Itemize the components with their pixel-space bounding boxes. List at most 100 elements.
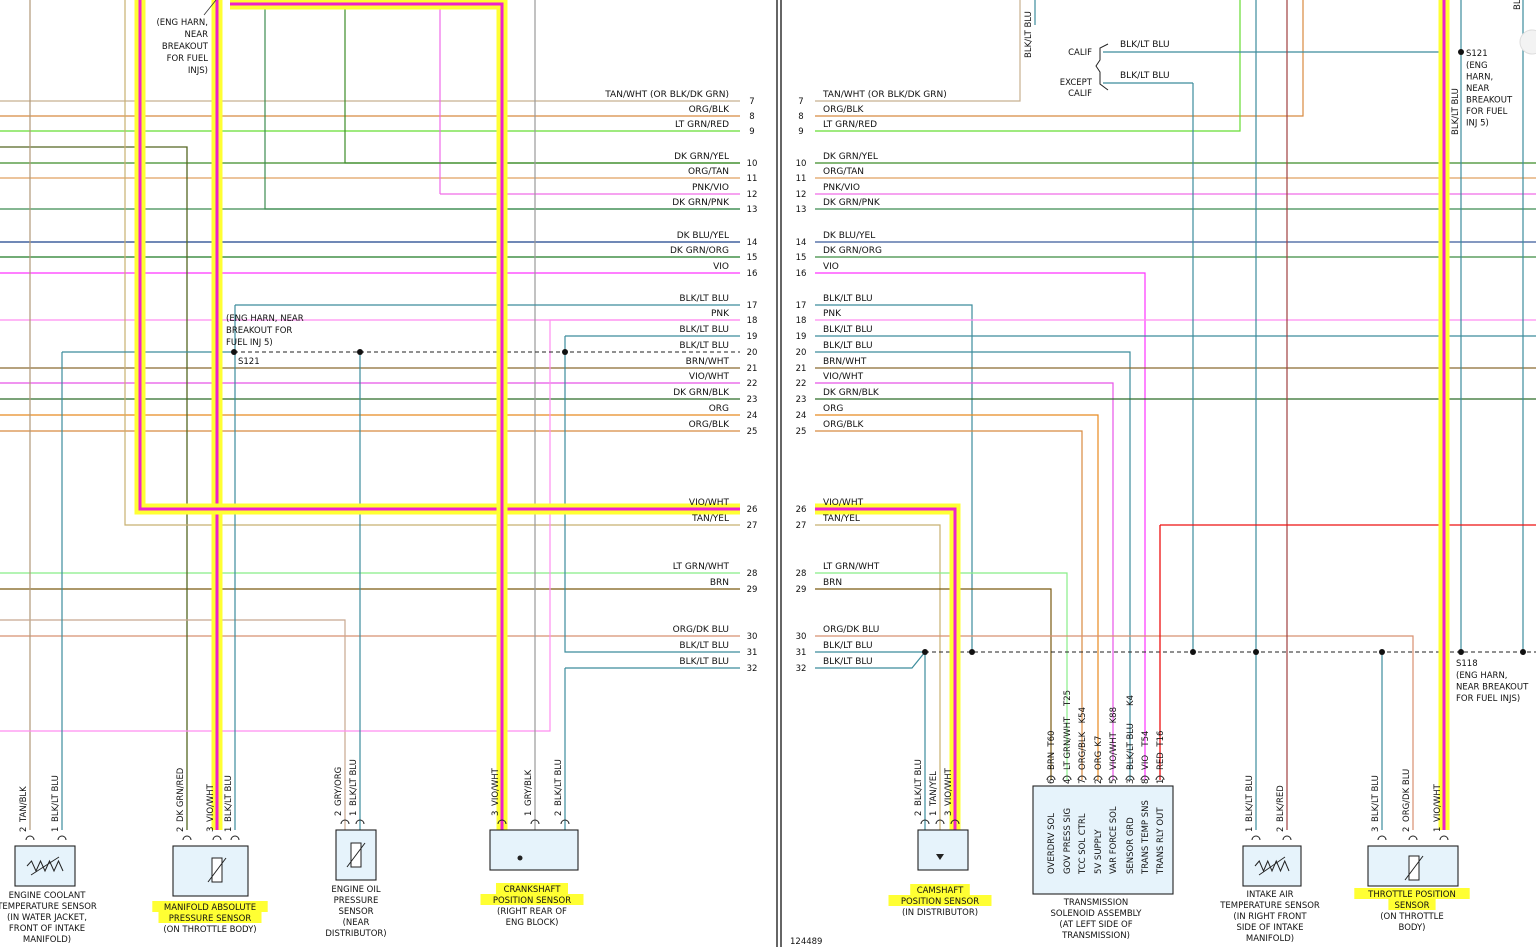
wire-label: ORG/DK BLU bbox=[1402, 769, 1412, 822]
pin-number: 17 bbox=[747, 301, 758, 311]
wire-label: BLK/LT BLU bbox=[1120, 71, 1170, 81]
wire-label: ORG/BLK bbox=[1078, 731, 1088, 770]
wire-label: ORG/TAN bbox=[823, 167, 864, 177]
oil-caption: DISTRIBUTOR) bbox=[325, 929, 386, 939]
cmp-pin-socket bbox=[950, 819, 960, 825]
map-caption: (ON THROTTLE BODY) bbox=[163, 925, 256, 935]
pin-number: 2 bbox=[1094, 779, 1104, 784]
pin-number: 16 bbox=[796, 269, 807, 279]
harness-note: BREAKOUT bbox=[162, 42, 209, 52]
harness-note: BREAKOUT FOR bbox=[226, 326, 292, 336]
pin-number: 1 bbox=[929, 811, 939, 816]
resistor-arrow bbox=[207, 857, 227, 883]
tsa-pin-socket bbox=[1155, 775, 1165, 781]
wire-label: DK GRN/ORG bbox=[670, 246, 729, 256]
wire-label: VIO bbox=[713, 262, 729, 272]
splice-dot bbox=[1458, 649, 1464, 655]
pin-number: 14 bbox=[796, 238, 807, 248]
wire-label: BRN bbox=[823, 578, 842, 588]
harness-note: BREAKOUT bbox=[1466, 96, 1513, 106]
wire-label: LT GRN/WHT bbox=[673, 562, 730, 572]
iat-caption: INTAKE AIR bbox=[1246, 890, 1293, 900]
right-wire-25 bbox=[815, 430, 1083, 780]
wire-label: BLK/LT BLU bbox=[679, 341, 729, 351]
wire-label: BLK/LT BLU bbox=[1126, 723, 1136, 770]
solenoid-function: VAR FORCE SOL bbox=[1109, 806, 1119, 874]
wire-label: BLK/LT BLU bbox=[1371, 775, 1381, 822]
pin-number: 30 bbox=[747, 632, 758, 642]
tps-caption: (ON THROTTLE bbox=[1380, 912, 1444, 922]
pin-number: 18 bbox=[747, 316, 758, 326]
wire-label: LT GRN/WHT bbox=[823, 562, 880, 572]
wire-label: PNK bbox=[823, 309, 842, 319]
wire-label: DK GRN/RED bbox=[176, 767, 186, 822]
pin-number: 25 bbox=[796, 427, 807, 437]
wire-pnk-left bbox=[0, 319, 740, 732]
pin-number: 24 bbox=[747, 411, 758, 421]
pin-number: 3 bbox=[1371, 827, 1381, 832]
wire-label: BLK/LT BLU bbox=[1451, 88, 1461, 135]
pin-number: 1 bbox=[349, 811, 359, 816]
wire-label: ORG/TAN bbox=[688, 167, 729, 177]
pin-number: 3 bbox=[1126, 779, 1136, 784]
wire-label: DK GRN/BLK bbox=[673, 388, 730, 398]
pin-number: 12 bbox=[796, 190, 807, 200]
pin-number: 20 bbox=[747, 348, 758, 358]
pin-number: 12 bbox=[747, 190, 758, 200]
wire-ckp-5v-highlight bbox=[230, 0, 508, 830]
harness-note: (ENG HARN, bbox=[156, 18, 208, 28]
wire-label: VIO/WHT bbox=[823, 498, 864, 508]
oil-caption: SENSOR bbox=[338, 907, 373, 917]
pin-number: 2 bbox=[914, 811, 924, 816]
pin-number: 21 bbox=[747, 364, 758, 374]
splice-dot bbox=[1190, 649, 1196, 655]
wire-label: ORG bbox=[823, 404, 843, 414]
pin-number: 8 bbox=[798, 112, 803, 122]
wire-gry-org bbox=[0, 619, 346, 830]
wire-cmp-5v bbox=[815, 507, 957, 830]
oil-caption: PRESSURE bbox=[334, 896, 379, 906]
pin-number: 23 bbox=[747, 395, 758, 405]
tsa-caption: (AT LEFT SIDE OF bbox=[1059, 920, 1132, 930]
pin-number: 22 bbox=[747, 379, 758, 389]
ckp-caption-highlight bbox=[496, 883, 568, 894]
figure-number: 124489 bbox=[790, 937, 822, 947]
wire-label: VIO/WHT bbox=[689, 498, 730, 508]
cmp-caption-highlight bbox=[888, 895, 992, 906]
wire-label: BLK/LT BLU bbox=[1024, 11, 1034, 58]
oil-pin-socket bbox=[340, 819, 350, 825]
iat-caption: MANIFOLD) bbox=[1246, 934, 1294, 944]
iat-caption: TEMPERATURE SENSOR bbox=[1219, 901, 1320, 911]
pin-number: 14 bbox=[747, 238, 758, 248]
solenoid-function: TRANS TEMP SNS bbox=[1141, 800, 1151, 875]
right-wire-28 bbox=[815, 572, 1068, 780]
resistor-arrow bbox=[1404, 855, 1424, 881]
wire-label: BLK/LT BLU bbox=[679, 294, 729, 304]
iat-thermistor bbox=[1254, 859, 1290, 873]
wire-label: DK GRN/BLK bbox=[823, 388, 880, 398]
pin-number: 7 bbox=[798, 97, 803, 107]
pin-number: 18 bbox=[796, 316, 807, 326]
right-wire-30 bbox=[815, 635, 1414, 830]
wire-label: PNK/VIO bbox=[823, 183, 860, 193]
ect-caption: FRONT OF INTAKE bbox=[9, 924, 85, 934]
pin-number: 2 bbox=[1276, 827, 1286, 832]
oil-caption: (NEAR bbox=[343, 918, 370, 928]
tsa-caption: TRANSMISSION) bbox=[1061, 931, 1130, 941]
cmp-housing bbox=[917, 829, 969, 871]
splice-name: S121 bbox=[1466, 49, 1488, 59]
pin-number: 25 bbox=[747, 427, 758, 437]
wire-label: DK BLU/YEL bbox=[677, 231, 729, 241]
harness-note: NEAR BREAKOUT bbox=[1456, 683, 1529, 693]
harness-note: FUEL INJ 5) bbox=[226, 338, 273, 348]
pin-number: 32 bbox=[796, 664, 807, 674]
wire-label: BLK/LT BLU bbox=[679, 325, 729, 335]
circuit-id: T54 bbox=[1141, 731, 1151, 748]
solenoid-function: GOV PRESS SIG bbox=[1063, 808, 1073, 874]
ckp-caption: ENG BLOCK) bbox=[506, 918, 559, 928]
right-wire-32 bbox=[815, 651, 926, 669]
splice-dot bbox=[969, 649, 975, 655]
pin-number: 21 bbox=[796, 364, 807, 374]
